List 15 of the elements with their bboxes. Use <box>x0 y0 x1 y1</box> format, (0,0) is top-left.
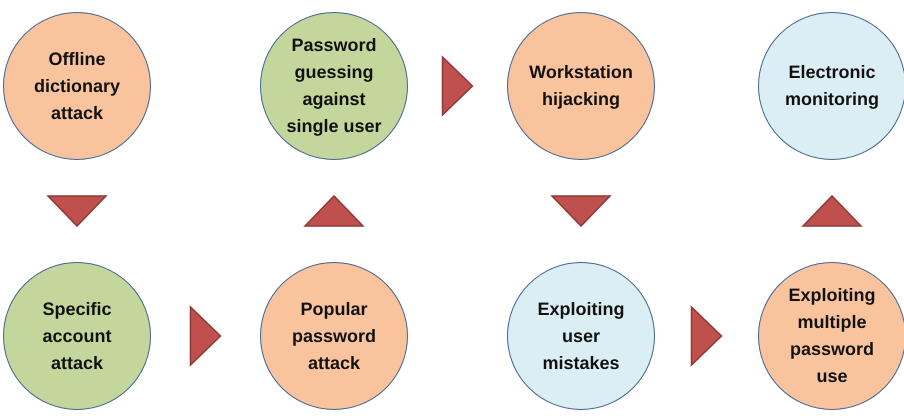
arrow <box>442 55 474 117</box>
node-label: Workstation hijacking <box>528 61 634 111</box>
node-label: Electronic monitoring <box>784 61 880 111</box>
node-label: Specific account attack <box>41 298 113 374</box>
arrow <box>801 194 863 227</box>
arrow <box>550 195 612 228</box>
arrow <box>303 194 365 227</box>
arrow <box>46 195 108 228</box>
node-label: Exploiting multiple password use <box>788 284 876 388</box>
node-label: Popular password attack <box>290 298 378 374</box>
arrow <box>690 305 723 367</box>
arrow <box>190 305 222 367</box>
node-label: Offline dictionary attack <box>32 48 122 124</box>
node-label: Exploiting user mistakes <box>536 298 626 374</box>
node-label: Password guessing against single user <box>285 34 383 138</box>
